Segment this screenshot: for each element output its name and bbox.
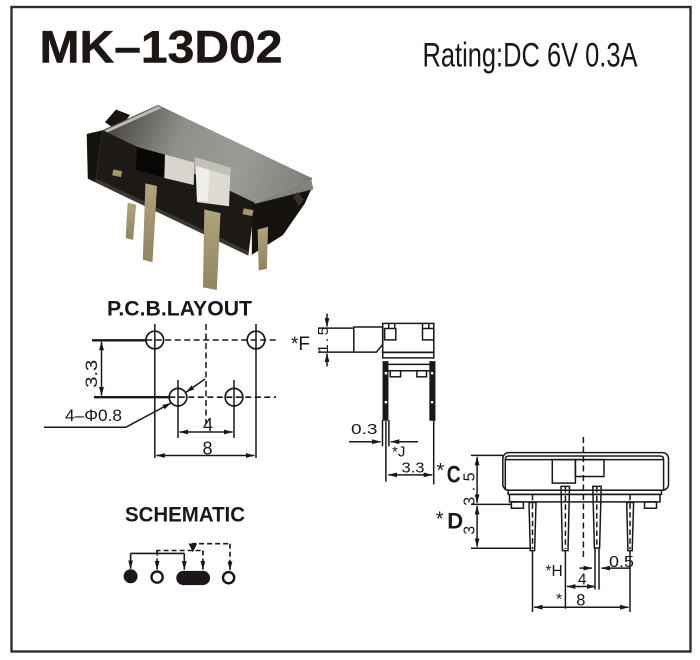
svg-text:0.5: 0.5 bbox=[609, 554, 634, 571]
svg-text:*H: *H bbox=[546, 563, 563, 580]
svg-text:3.3: 3.3 bbox=[82, 360, 101, 388]
svg-text:8: 8 bbox=[576, 591, 585, 609]
svg-text:3: 3 bbox=[462, 526, 479, 535]
svg-text:8: 8 bbox=[203, 439, 213, 459]
svg-text:SCHEMATIC: SCHEMATIC bbox=[125, 502, 245, 526]
svg-text:4: 4 bbox=[203, 415, 213, 435]
svg-text:0.3: 0.3 bbox=[351, 421, 378, 438]
svg-text:3.5: 3.5 bbox=[461, 467, 478, 506]
svg-text:*: * bbox=[437, 460, 445, 482]
svg-text:1.5: 1.5 bbox=[315, 324, 332, 352]
svg-text:MK–13D02: MK–13D02 bbox=[40, 22, 283, 73]
svg-text:*J: *J bbox=[392, 444, 405, 461]
svg-text:D: D bbox=[447, 509, 463, 534]
svg-text:4: 4 bbox=[578, 572, 587, 589]
svg-text:4–Φ0.8: 4–Φ0.8 bbox=[65, 406, 122, 425]
svg-text:Rating:DC 6V 0.3A: Rating:DC 6V 0.3A bbox=[423, 37, 638, 75]
svg-text:*: * bbox=[556, 592, 562, 609]
svg-text:3.3: 3.3 bbox=[402, 460, 425, 477]
svg-text:*F: *F bbox=[291, 334, 310, 355]
svg-text:*: * bbox=[436, 509, 444, 531]
svg-text:C: C bbox=[447, 461, 461, 489]
svg-text:P.C.B.LAYOUT: P.C.B.LAYOUT bbox=[107, 298, 252, 321]
